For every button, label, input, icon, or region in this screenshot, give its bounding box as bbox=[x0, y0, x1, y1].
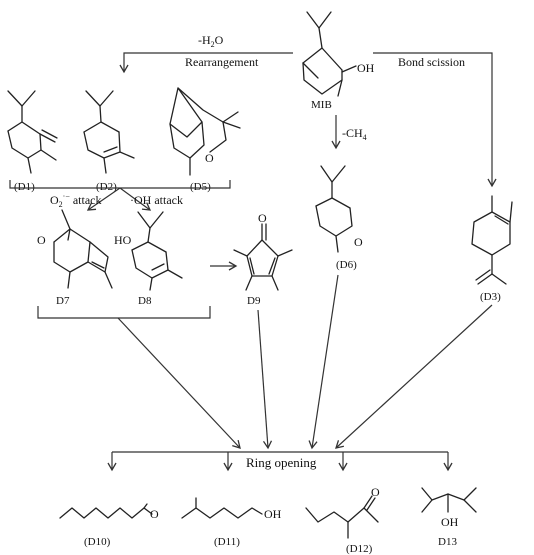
demethylation-label: -CH4 bbox=[342, 126, 367, 142]
d1-structure: (D1) bbox=[7, 90, 58, 193]
d11-oh-label: OH bbox=[264, 507, 282, 521]
d6-o-label: O bbox=[354, 235, 363, 249]
d7-label: D7 bbox=[56, 295, 70, 307]
d11-structure: OH (D11) bbox=[181, 497, 282, 548]
d9-o-label: O bbox=[258, 211, 267, 225]
d2-label: (D2) bbox=[96, 181, 117, 193]
converging-arrows bbox=[117, 274, 493, 450]
d12-structure: O (D12) bbox=[305, 485, 380, 555]
bracket-d7-d8 bbox=[37, 306, 211, 319]
d3-label: (D3) bbox=[480, 291, 501, 303]
mib-oh-label: OH bbox=[357, 61, 375, 75]
d1-label: (D1) bbox=[14, 181, 35, 193]
d13-structure: OH D13 bbox=[421, 487, 477, 548]
d13-label: D13 bbox=[438, 536, 457, 548]
mib-label: MIB bbox=[311, 99, 332, 111]
top-arrows bbox=[119, 52, 497, 188]
d5-structure: O (D5) bbox=[169, 87, 241, 193]
d10-o-label: O bbox=[150, 507, 159, 521]
d10-label: (D10) bbox=[84, 536, 111, 548]
ring-opening-branches bbox=[107, 451, 453, 472]
hydroxyl-attack-label: ·OH attack bbox=[130, 193, 183, 207]
ring-opening-label: Ring opening bbox=[246, 455, 317, 470]
d8-structure: HO D8 bbox=[114, 211, 183, 307]
d5-o-label: O bbox=[205, 151, 214, 165]
d7-o-label: O bbox=[37, 233, 46, 247]
d3-structure: (D3) bbox=[471, 195, 513, 303]
d11-label: (D11) bbox=[214, 536, 240, 548]
d7-structure: O D7 bbox=[37, 209, 113, 307]
d8-ho-label: HO bbox=[114, 233, 132, 247]
d9-structure: O D9 bbox=[233, 211, 293, 307]
d10-structure: O (D10) bbox=[59, 503, 159, 548]
d12-label: (D12) bbox=[346, 543, 373, 555]
d2-structure: (D2) bbox=[83, 90, 135, 193]
d6-structure: O (D6) bbox=[315, 165, 363, 271]
d6-label: (D6) bbox=[336, 259, 357, 271]
bond-scission-label: Bond scission bbox=[398, 55, 465, 69]
d5-label: (D5) bbox=[190, 181, 211, 193]
mib-structure: OH MIB bbox=[302, 11, 375, 111]
d13-oh-label: OH bbox=[441, 515, 459, 529]
d8-label: D8 bbox=[138, 295, 152, 307]
superoxide-attack-label: O2·− attack bbox=[50, 192, 102, 209]
d12-o-label: O bbox=[371, 485, 380, 499]
bracket-d1-d5 bbox=[9, 180, 231, 211]
rearrangement-label: Rearrangement bbox=[185, 55, 259, 69]
dehydration-label: -H2O bbox=[198, 33, 224, 49]
d9-label: D9 bbox=[247, 295, 261, 307]
